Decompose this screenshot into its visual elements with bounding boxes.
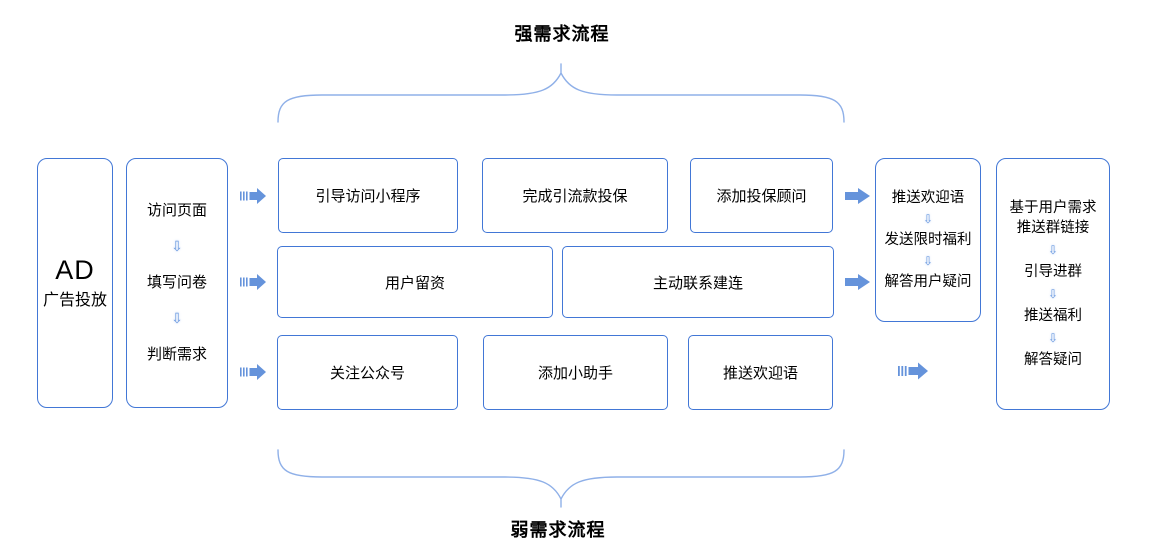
weak-flow-title: 弱需求流程 <box>510 520 606 540</box>
middle-row-box-user-lead: 用户留资 <box>277 246 553 318</box>
box-label: 添加小助手 <box>537 365 613 382</box>
weak-row-box-push-welcome: 推送欢迎语 <box>688 335 833 410</box>
entry-steps-box: 访问页面 ⇩ 填写问卷 ⇩ 判断需求 <box>126 158 228 408</box>
followup-box: 推送欢迎语 ⇩ 发送限时福利 ⇩ 解答用户疑问 <box>875 158 981 322</box>
entry-step-visit-page: 访问页面 <box>146 202 207 219</box>
group-step-push-link: 基于用户需求推送群链接 <box>1009 200 1097 236</box>
box-label: 用户留资 <box>384 274 445 292</box>
entry-step-judge-demand: 判断需求 <box>146 346 207 363</box>
group-step-push-benefit: 推送福利 <box>1024 308 1082 324</box>
group-step-guide-join: 引导进群 <box>1024 264 1082 280</box>
box-label: 推送欢迎语 <box>722 365 798 382</box>
curly-brace-top-icon <box>277 63 845 123</box>
down-arrow-icon: ⇩ <box>922 254 934 268</box>
strong-flow-title: 强需求流程 <box>514 24 610 44</box>
middle-row-box-proactive-contact: 主动联系建连 <box>562 246 834 318</box>
striped-right-arrow-icon <box>240 274 266 290</box>
box-label: 引导访问小程序 <box>315 188 421 205</box>
striped-right-arrow-icon <box>898 362 928 380</box>
weak-row-box-follow-account: 关注公众号 <box>277 335 458 410</box>
striped-right-arrow-icon <box>240 188 266 204</box>
strong-row-box-complete-insurance: 完成引流款投保 <box>482 158 668 233</box>
solid-right-arrow-icon <box>845 274 870 290</box>
followup-step-answer-questions: 解答用户疑问 <box>884 274 972 290</box>
ad-box-title: AD <box>55 255 95 285</box>
weak-row-box-add-assistant: 添加小助手 <box>483 335 668 410</box>
down-arrow-icon: ⇩ <box>1047 287 1059 301</box>
down-arrow-icon: ⇩ <box>1047 331 1059 345</box>
curly-brace-bottom-icon <box>277 449 845 508</box>
box-label: 主动联系建连 <box>652 274 743 292</box>
down-arrow-icon: ⇩ <box>922 212 934 226</box>
ad-box: AD 广告投放 <box>37 158 113 408</box>
down-arrow-icon: ⇩ <box>171 239 183 255</box>
entry-step-fill-survey: 填写问卷 <box>146 274 207 291</box>
striped-right-arrow-icon <box>240 364 266 380</box>
box-label: 添加投保顾问 <box>716 188 807 205</box>
group-funnel-box: 基于用户需求推送群链接 ⇩ 引导进群 ⇩ 推送福利 ⇩ 解答疑问 <box>996 158 1110 410</box>
followup-step-push-welcome: 推送欢迎语 <box>891 190 965 206</box>
strong-row-box-guide-miniprogram: 引导访问小程序 <box>278 158 458 233</box>
box-label: 完成引流款投保 <box>522 188 628 205</box>
box-label: 关注公众号 <box>329 365 405 382</box>
followup-step-send-benefit: 发送限时福利 <box>884 232 972 248</box>
ad-box-subtitle: 广告投放 <box>42 292 107 309</box>
down-arrow-icon: ⇩ <box>171 311 183 327</box>
group-step-answer-questions: 解答疑问 <box>1024 352 1082 368</box>
down-arrow-icon: ⇩ <box>1047 243 1059 257</box>
solid-right-arrow-icon <box>845 188 870 204</box>
strong-row-box-add-advisor: 添加投保顾问 <box>690 158 833 233</box>
